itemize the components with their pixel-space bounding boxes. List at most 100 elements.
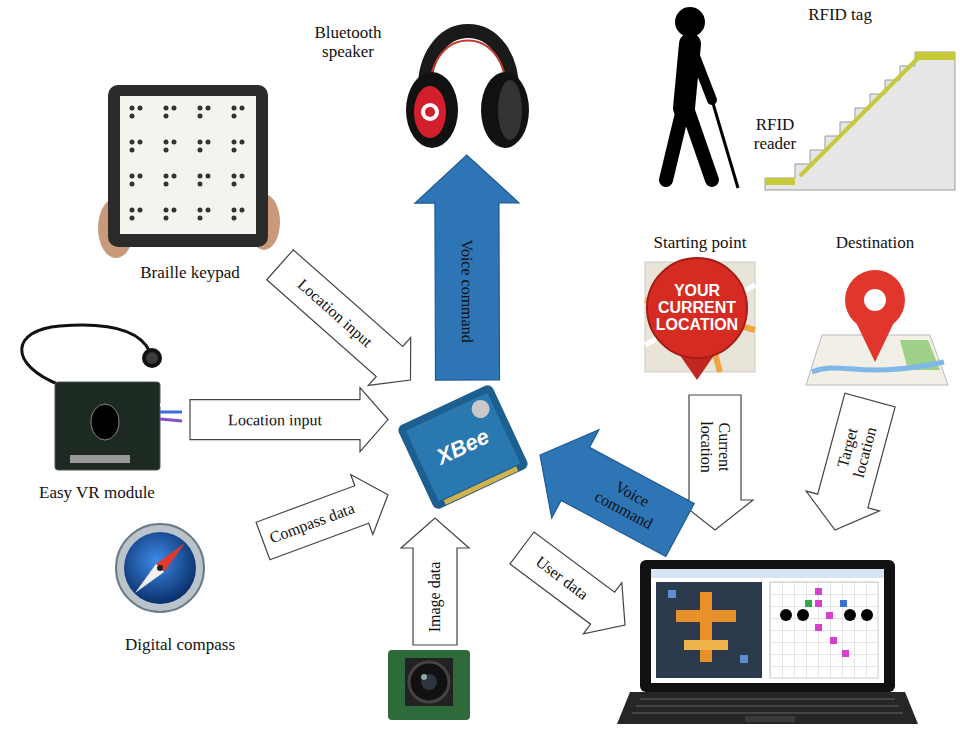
laptop-picture-part [840, 600, 847, 607]
user-data-arrow-part [510, 532, 625, 634]
laptop-picture-part [700, 592, 712, 662]
speaker-device: Bluetooth speaker [298, 5, 531, 155]
easy-vr-module-picture-part [55, 382, 160, 470]
arrow-label: Location input [294, 276, 376, 351]
headphones-picture-part [406, 72, 458, 148]
blind-person-picture [666, 7, 738, 188]
voice-module-device: Easy VR module [4, 315, 190, 505]
block-arrow [415, 155, 519, 380]
xbee-chip-picture-part [469, 397, 493, 421]
laptop-picture [617, 560, 918, 724]
arrow-label: Current location [697, 411, 732, 483]
stairs-picture-part [765, 178, 795, 185]
laptop-picture-part [830, 637, 837, 644]
device-caption: RFID reader [748, 116, 803, 153]
voice-command-arrow-part [540, 430, 694, 557]
arrow-label: Location input [228, 411, 322, 429]
braille-keypad-picture-part [120, 96, 256, 234]
arrow-label: Compass data [267, 499, 357, 546]
destination-pin-picture [806, 270, 948, 385]
easy-vr-module-picture-part [146, 352, 158, 364]
laptop-picture-part [815, 624, 822, 631]
place-caption: Destination [800, 234, 950, 253]
laptop-picture-part [617, 692, 918, 724]
easy-vr-module-picture [22, 325, 182, 470]
device-caption: Easy VR module [7, 484, 187, 503]
laptop-picture-part [844, 609, 856, 621]
easy-vr-module-picture-part [70, 455, 130, 463]
voice-command-arrow [540, 430, 694, 557]
compass-picture-part [157, 565, 163, 571]
headphones-picture-part [421, 103, 439, 121]
laptop-picture-part [770, 582, 878, 678]
user-data-arrow [510, 532, 625, 634]
xbee-hub: XBee [388, 380, 538, 515]
laptop-picture-part [632, 699, 903, 713]
easy-vr-module-picture-part [22, 325, 150, 385]
headphones-picture-part [425, 107, 435, 117]
laptop-picture-part [780, 609, 792, 621]
laptop-picture-part [651, 569, 884, 683]
camera-picture-part [405, 658, 453, 706]
compass-device: Digital compass [97, 520, 263, 660]
destination-point: Destination [797, 228, 953, 388]
target-location-arrow [806, 393, 895, 530]
destination-pin-picture-part [845, 270, 905, 330]
chip-logo: XBee [433, 424, 493, 469]
laptop-picture-part [640, 560, 895, 692]
camera-picture-part [409, 662, 449, 702]
compass-picture-part [124, 532, 196, 604]
compass-picture [116, 524, 204, 612]
destination-pin-picture-part [812, 362, 944, 372]
image-data-arrow [401, 518, 469, 645]
xbee-chip-picture-part [406, 393, 521, 502]
laptop-picture-part [676, 610, 736, 622]
destination-pin-picture-part [864, 289, 886, 311]
blind-person-picture-part [675, 7, 705, 37]
headphones-picture-part [498, 80, 522, 140]
camera-picture-part [421, 674, 427, 680]
device-caption: Bluetooth speaker [301, 24, 396, 61]
current-location-pin-picture-part [647, 258, 747, 358]
compass-picture-part [116, 524, 204, 612]
laptop-picture-part [805, 600, 812, 607]
laptop-picture-part [745, 716, 795, 722]
device-caption: RFID tag [800, 6, 880, 25]
blind-person-picture-part [712, 100, 738, 188]
braille-keypad-picture [98, 85, 280, 258]
arrow-label: Voice command [584, 468, 671, 537]
laptop-picture-part [770, 582, 878, 678]
camera-picture-part [388, 650, 470, 720]
image-data-arrow-part [401, 518, 469, 645]
device-caption: Digital compass [100, 636, 260, 655]
compass-picture-part [156, 543, 185, 572]
arrow-label: Target location [830, 411, 883, 490]
arrow-label: Voice command [458, 240, 476, 343]
laptop-picture-part [656, 582, 762, 678]
easy-vr-module-picture-part [160, 419, 182, 421]
laptop-picture-part [651, 569, 884, 578]
place-caption: Starting point [630, 234, 770, 253]
arrow-label: Image data [426, 561, 444, 632]
laptop-picture-part [668, 590, 676, 598]
pin-text: YOUR CURRENT LOCATION [651, 283, 743, 333]
laptop-picture-part [861, 609, 873, 621]
laptop-picture-part [826, 612, 833, 619]
block-arrow [256, 474, 388, 559]
start-point: Starting pointYOUR CURRENT LOCATION [627, 228, 773, 380]
xbee-chip-picture-part [396, 383, 529, 510]
easy-vr-module-picture-part [160, 403, 182, 405]
xbee-chip-picture-part [444, 466, 519, 504]
easy-vr-module-picture-part [91, 404, 119, 440]
braille-keypad-picture-part [108, 85, 268, 247]
keypad-device: Braille keypad [100, 80, 280, 285]
headphones-picture [406, 31, 529, 148]
laptop-picture-part [797, 609, 809, 621]
stairs-picture-part [915, 52, 955, 60]
headphones-picture-part [414, 86, 446, 138]
reader-device: RFID reader [640, 5, 806, 190]
camera-picture [388, 650, 470, 720]
